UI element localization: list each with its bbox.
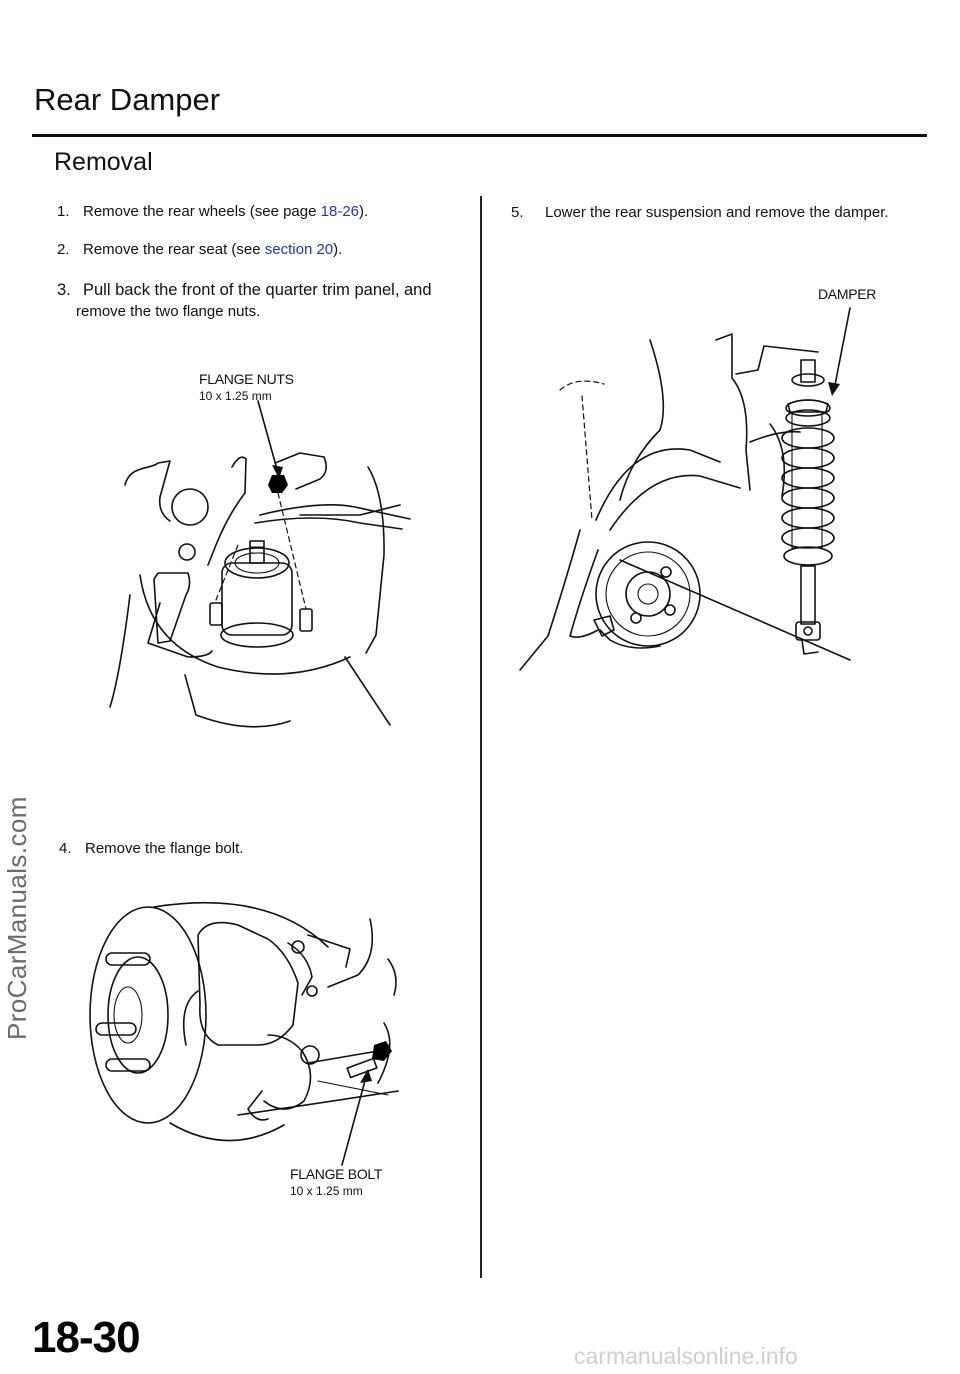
side-watermark: ProCarManuals.com — [2, 796, 32, 1040]
step-text: Remove the rear wheels (see page — [83, 203, 321, 220]
damper-illustration — [519, 307, 851, 671]
step-text-continued: remove the two flange nuts. — [76, 303, 261, 320]
step-number: 5. — [511, 204, 524, 221]
step-5: 5. Lower the rear suspension and remove t… — [511, 204, 889, 221]
flange-nuts-spec: 10 x 1.25 mm — [199, 389, 272, 403]
page-number: 18-30 — [32, 1313, 141, 1362]
footer-watermark: carmanualsonline.info — [574, 1343, 798, 1369]
step-text: Pull back the front of the quarter trim … — [83, 281, 432, 299]
column-divider — [480, 196, 482, 1278]
step-text: ). — [359, 203, 369, 220]
step-4: 4. Remove the flange bolt. — [59, 840, 243, 857]
flange-nuts-illustration — [109, 400, 411, 728]
leader-arrowhead — [360, 1069, 372, 1083]
flange-nuts-label: FLANGE NUTS — [199, 371, 294, 387]
title-divider — [32, 134, 927, 137]
section-subtitle: Removal — [54, 148, 153, 176]
page-title: Rear Damper — [34, 82, 221, 117]
step-number: 4. — [59, 840, 72, 857]
leader-arrowhead — [828, 382, 840, 396]
step-number: 1. — [57, 203, 70, 220]
step-number: 3. — [57, 281, 71, 299]
flange-nuts-leader-line — [257, 400, 279, 474]
flange-bolt-leader-line — [341, 1076, 367, 1166]
step-text: Remove the rear seat (see — [83, 241, 265, 258]
flange-bolt-spec: 10 x 1.25 mm — [290, 1184, 363, 1198]
leader-arrowhead — [272, 465, 283, 479]
step-number: 2. — [57, 241, 70, 258]
flange-bolt-illustration — [89, 901, 399, 1166]
section-20-link[interactable]: section 20 — [264, 241, 334, 258]
damper-label: DAMPER — [818, 286, 877, 302]
step-text: ). — [333, 241, 343, 258]
damper-leader-line — [833, 307, 851, 391]
step-1: 1. Remove the rear wheels (see page 18-26… — [57, 203, 368, 220]
page-link-18-26[interactable]: 18-26 — [320, 203, 360, 220]
step-3: 3. Pull back the front of the quarter tri… — [57, 279, 432, 323]
step-text: Lower the rear suspension and remove the… — [545, 204, 889, 221]
step-2: 2. Remove the rear seat (see section 20). — [57, 241, 342, 258]
step-text: Remove the flange bolt. — [85, 840, 244, 857]
flange-bolt-label: FLANGE BOLT — [290, 1166, 383, 1182]
